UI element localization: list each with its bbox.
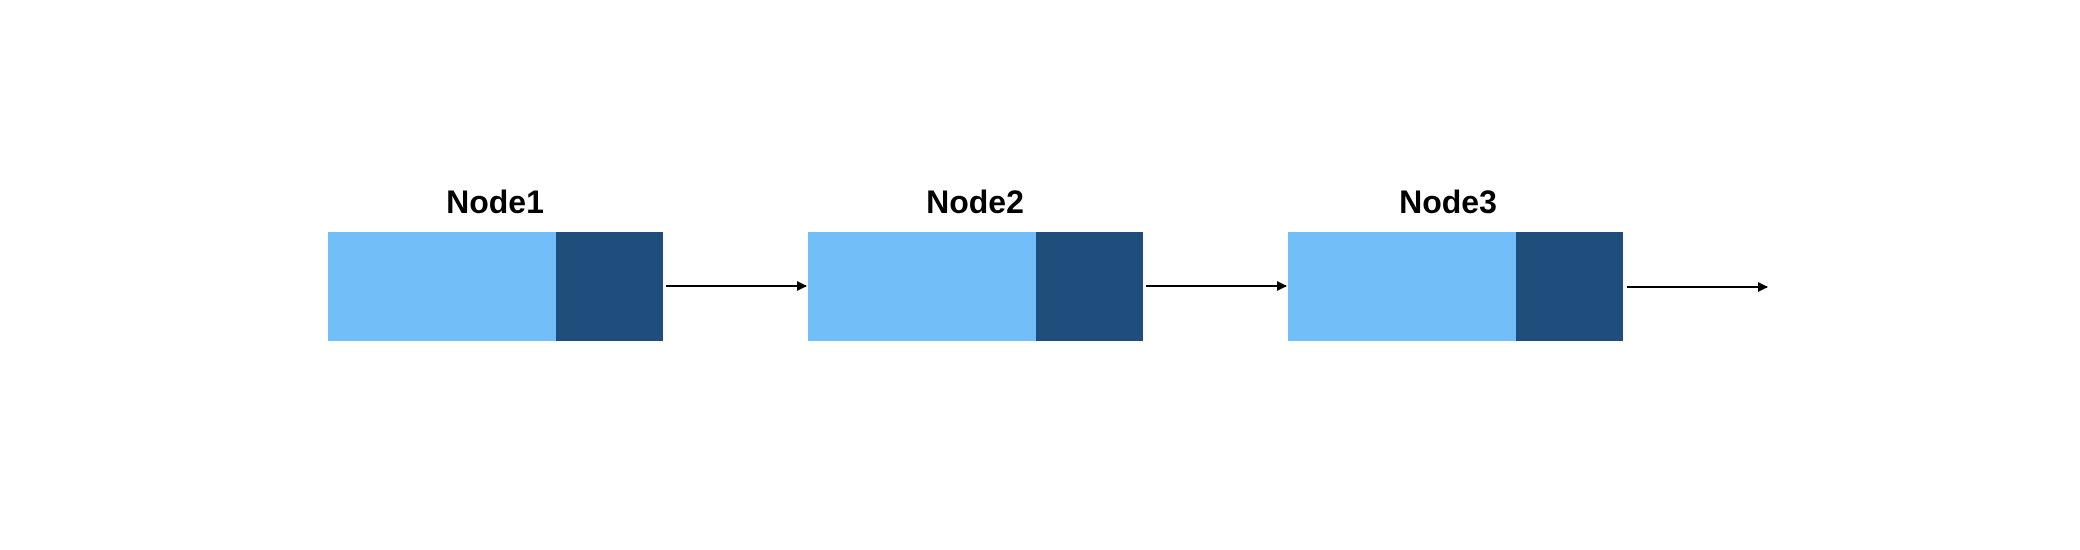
node-3: Node3 xyxy=(1288,184,1623,341)
node-pointer-cell xyxy=(1036,232,1143,341)
node-label: Node2 xyxy=(926,184,1024,220)
node-data-cell xyxy=(808,232,1036,341)
node-label: Node3 xyxy=(1399,184,1497,220)
node-data-cell xyxy=(328,232,556,341)
node-data-cell xyxy=(1288,232,1516,341)
node-1: Node1 xyxy=(328,184,663,341)
node-label: Node1 xyxy=(446,184,544,220)
node-pointer-cell xyxy=(556,232,663,341)
node-pointer-cell xyxy=(1516,232,1623,341)
node-2: Node2 xyxy=(808,184,1143,341)
